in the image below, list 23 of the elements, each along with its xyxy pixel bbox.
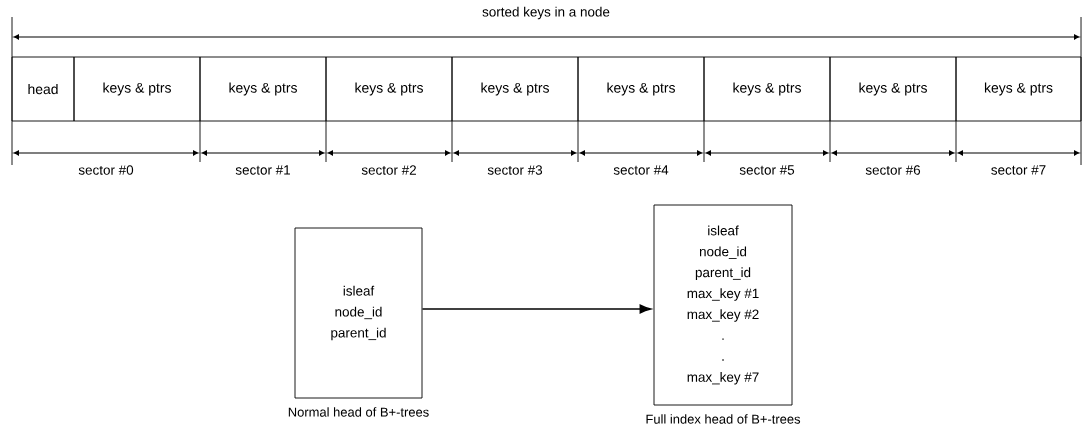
dimension-label: sorted keys in a node [482,6,610,20]
record-cell: keys & ptrs [703,56,831,122]
dimension-label: sector #6 [865,165,921,175]
dimension-label: sector #5 [739,165,795,175]
arrow [421,304,652,314]
header-cell: head [11,56,75,122]
head-box: isleaf node_id parent_id [294,227,423,399]
dimension-label: sector #7 [991,165,1046,175]
dimension-label: sector #4 [613,165,669,175]
dimension-label: sector #1 [235,165,290,175]
box-caption: Normal head of B+-trees [288,407,429,417]
record-cell: keys & ptrs [325,56,453,122]
record-cell: keys & ptrs [451,56,579,122]
head-box: isleaf node_id parent_id max_key #1 max_key #2 . . max_key #7 [653,204,793,406]
box-caption: Full index head of B+-trees [646,414,801,424]
record-cell: keys & ptrs [955,56,1082,122]
record-cell: keys & ptrs [577,56,705,122]
dimension-label: sector #3 [487,165,543,175]
dimension-label: sector #0 [78,165,134,175]
dimension-label: sector #2 [361,165,416,175]
record-cell: keys & ptrs [829,56,957,122]
record-cell: keys & ptrs [199,56,327,122]
record-cell: keys & ptrs [73,56,201,122]
